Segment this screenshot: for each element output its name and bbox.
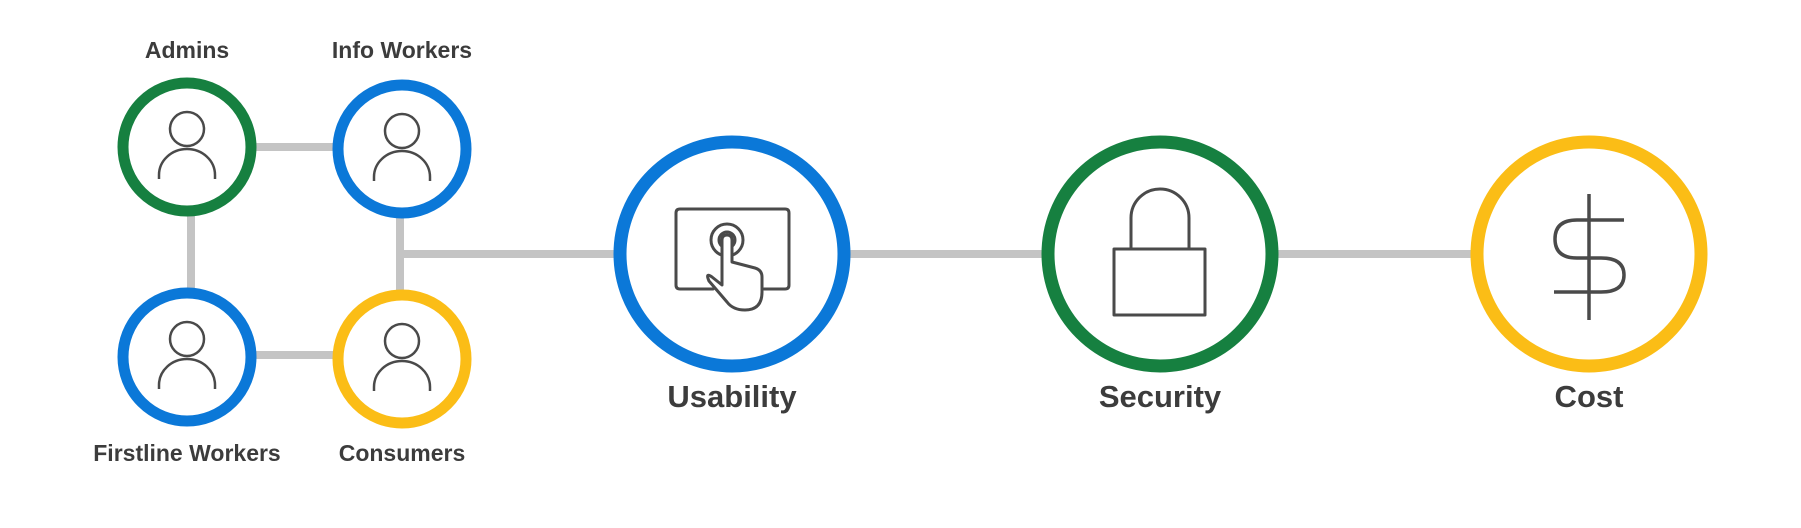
person-icon: [157, 110, 217, 179]
firstline-workers-label: Firstline Workers: [93, 440, 281, 466]
security-label: Security: [1098, 379, 1222, 414]
person-icon: [372, 322, 432, 391]
consumers-label: Consumers: [338, 440, 466, 466]
connectors: [187, 143, 1471, 359]
lock-icon: [1112, 187, 1207, 317]
security-ring: [1041, 135, 1279, 373]
pillar-security: [1041, 135, 1279, 373]
persona-info-workers: [332, 79, 472, 219]
cost-label: Cost: [1554, 379, 1624, 414]
persona-consumers: [332, 289, 472, 429]
dollar-icon: [1553, 194, 1626, 320]
info-workers-label: Info Workers: [331, 37, 473, 63]
touch-screen-icon: [674, 207, 791, 312]
persona-admins: [117, 77, 257, 217]
person-icon: [157, 320, 217, 389]
pillar-usability: [613, 135, 851, 373]
admins-label: Admins: [144, 37, 230, 63]
person-icon: [372, 112, 432, 181]
persona-firstline-workers: [117, 287, 257, 427]
pillar-cost: [1470, 135, 1708, 373]
usability-label: Usability: [667, 379, 797, 414]
